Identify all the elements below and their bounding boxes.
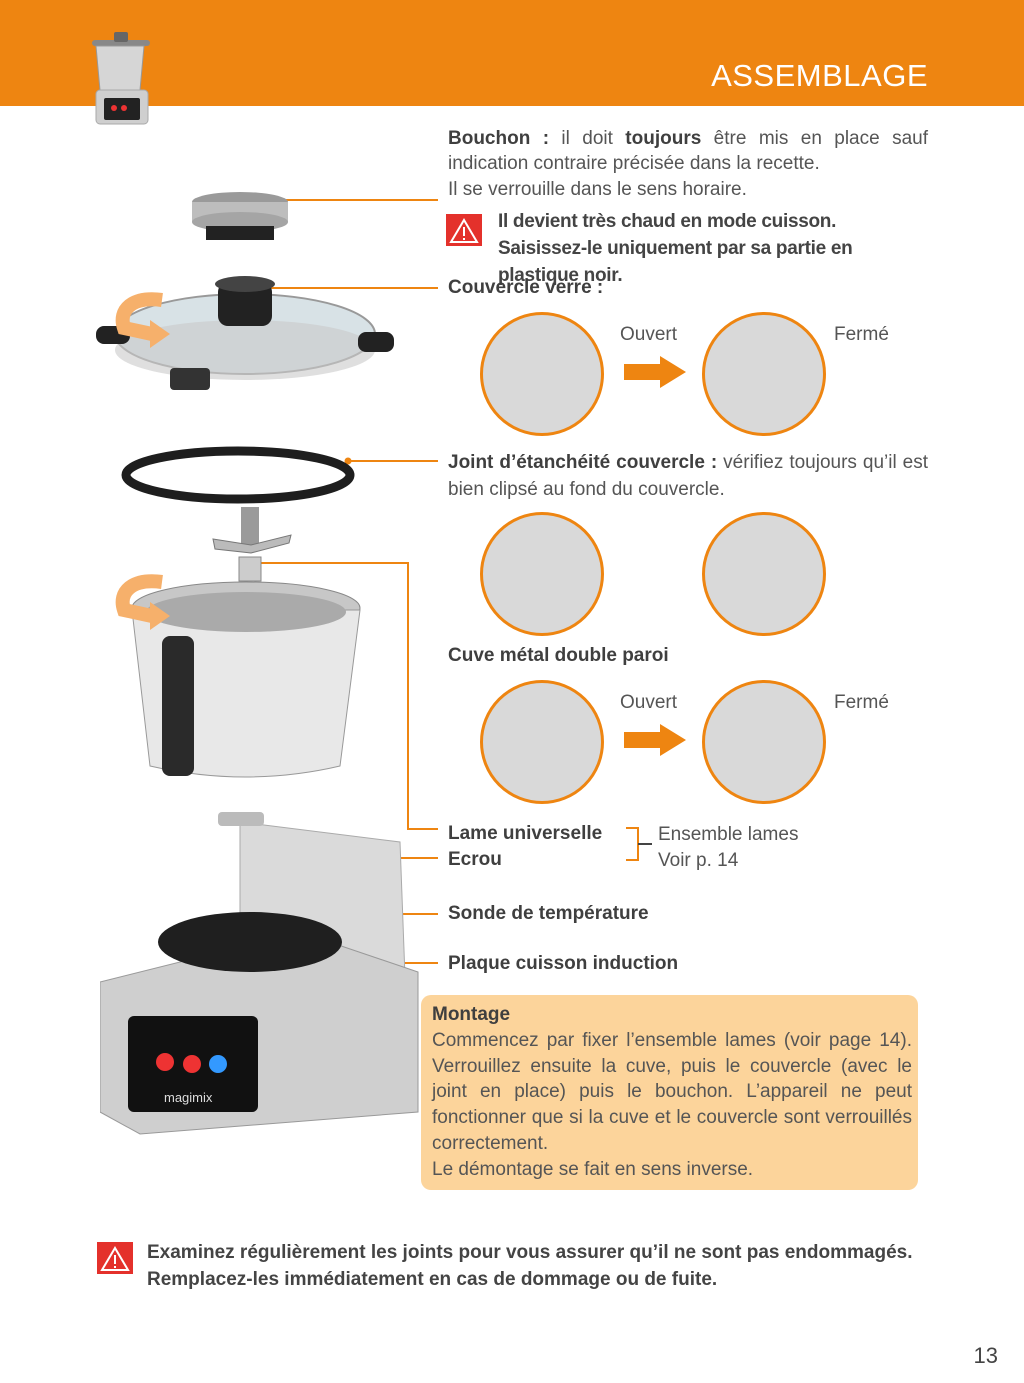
ensemble-lames-label: Ensemble lames xyxy=(658,824,799,845)
cuve-illustration xyxy=(131,581,361,778)
voir-page-link: Voir p. 14 xyxy=(658,850,739,871)
bouchon-text-a: il doit xyxy=(549,128,626,149)
montage-text-2: Le démontage se fait en sens inverse. xyxy=(432,1158,754,1180)
device-thumbnail-icon xyxy=(92,32,150,125)
cuve-closed-detail xyxy=(702,680,826,804)
bouchon-emphasis: toujours xyxy=(625,128,702,149)
sonde-label: Sonde de température xyxy=(448,903,649,924)
cuve-state-open: Ouvert xyxy=(620,692,678,713)
joint-title: Joint d’étanchéité couvercle : xyxy=(448,452,718,473)
montage-title: Montage xyxy=(432,1004,511,1025)
bouchon-lock-note: Il se verrouille dans le sens horaire. xyxy=(448,179,747,200)
couvercle-open-detail xyxy=(480,312,604,436)
cuve-title: Cuve métal double paroi xyxy=(448,645,669,666)
brand-logo: magimix xyxy=(164,1090,213,1105)
joint-text: vérifiez toujours qu’il est bien clipsé … xyxy=(448,452,928,500)
arrow-right-icon xyxy=(624,356,686,388)
montage-text: Commencez par fixer l’ensemble lames (vo… xyxy=(432,1029,912,1154)
base-appliance-illustration: magimix xyxy=(100,812,419,1135)
joint-detail-1 xyxy=(480,512,604,636)
montage-content: Montage Commencez par fixer l’ensemble l… xyxy=(432,1002,912,1183)
couvercle-closed-detail xyxy=(702,312,826,436)
couvercle-title: Couvercle verre : xyxy=(448,277,604,298)
rotate-arrow-icon xyxy=(115,574,170,630)
joint-illustration xyxy=(121,446,355,504)
section-title: ASSEMBLAGE xyxy=(711,58,928,93)
cuve-state-closed: Fermé xyxy=(834,692,889,713)
bottom-warning: Examinez régulièrement les joints pour v… xyxy=(147,1239,947,1293)
bouchon-warning-text: Il devient très chaud en mode cuisson. S… xyxy=(498,211,853,286)
ecrou-label: Ecrou xyxy=(448,849,502,870)
header-bar xyxy=(0,0,1024,106)
bouchon-description: Bouchon : il doit toujours être mis en p… xyxy=(448,126,928,176)
montage-box xyxy=(421,995,918,1190)
bouchon-illustration xyxy=(192,192,288,240)
couvercle-state-closed: Fermé xyxy=(834,324,889,345)
bouchon-text-b: être mis en place sauf indication contra… xyxy=(448,128,928,174)
joint-description: Joint d’étanchéité couvercle : vérifiez … xyxy=(448,449,928,503)
blade-illustration xyxy=(212,507,292,582)
couvercle-illustration xyxy=(96,276,394,390)
couvercle-state-open: Ouvert xyxy=(620,324,678,345)
arrow-right-icon xyxy=(624,724,686,756)
bottom-warning-line2: Remplacez-les immédiatement en cas de do… xyxy=(147,1269,718,1290)
warning-icon xyxy=(97,1242,133,1274)
plaque-label: Plaque cuisson induction xyxy=(448,953,679,974)
lame-label: Lame universelle xyxy=(448,823,603,844)
warning-icon xyxy=(446,214,482,246)
joint-detail-2 xyxy=(702,512,826,636)
cuve-open-detail xyxy=(480,680,604,804)
bouchon-title: Bouchon : xyxy=(448,128,550,149)
page-number: 13 xyxy=(973,1343,998,1368)
rotate-arrow-icon xyxy=(115,292,170,348)
bottom-warning-line1: Examinez régulièrement les joints pour v… xyxy=(147,1242,913,1263)
